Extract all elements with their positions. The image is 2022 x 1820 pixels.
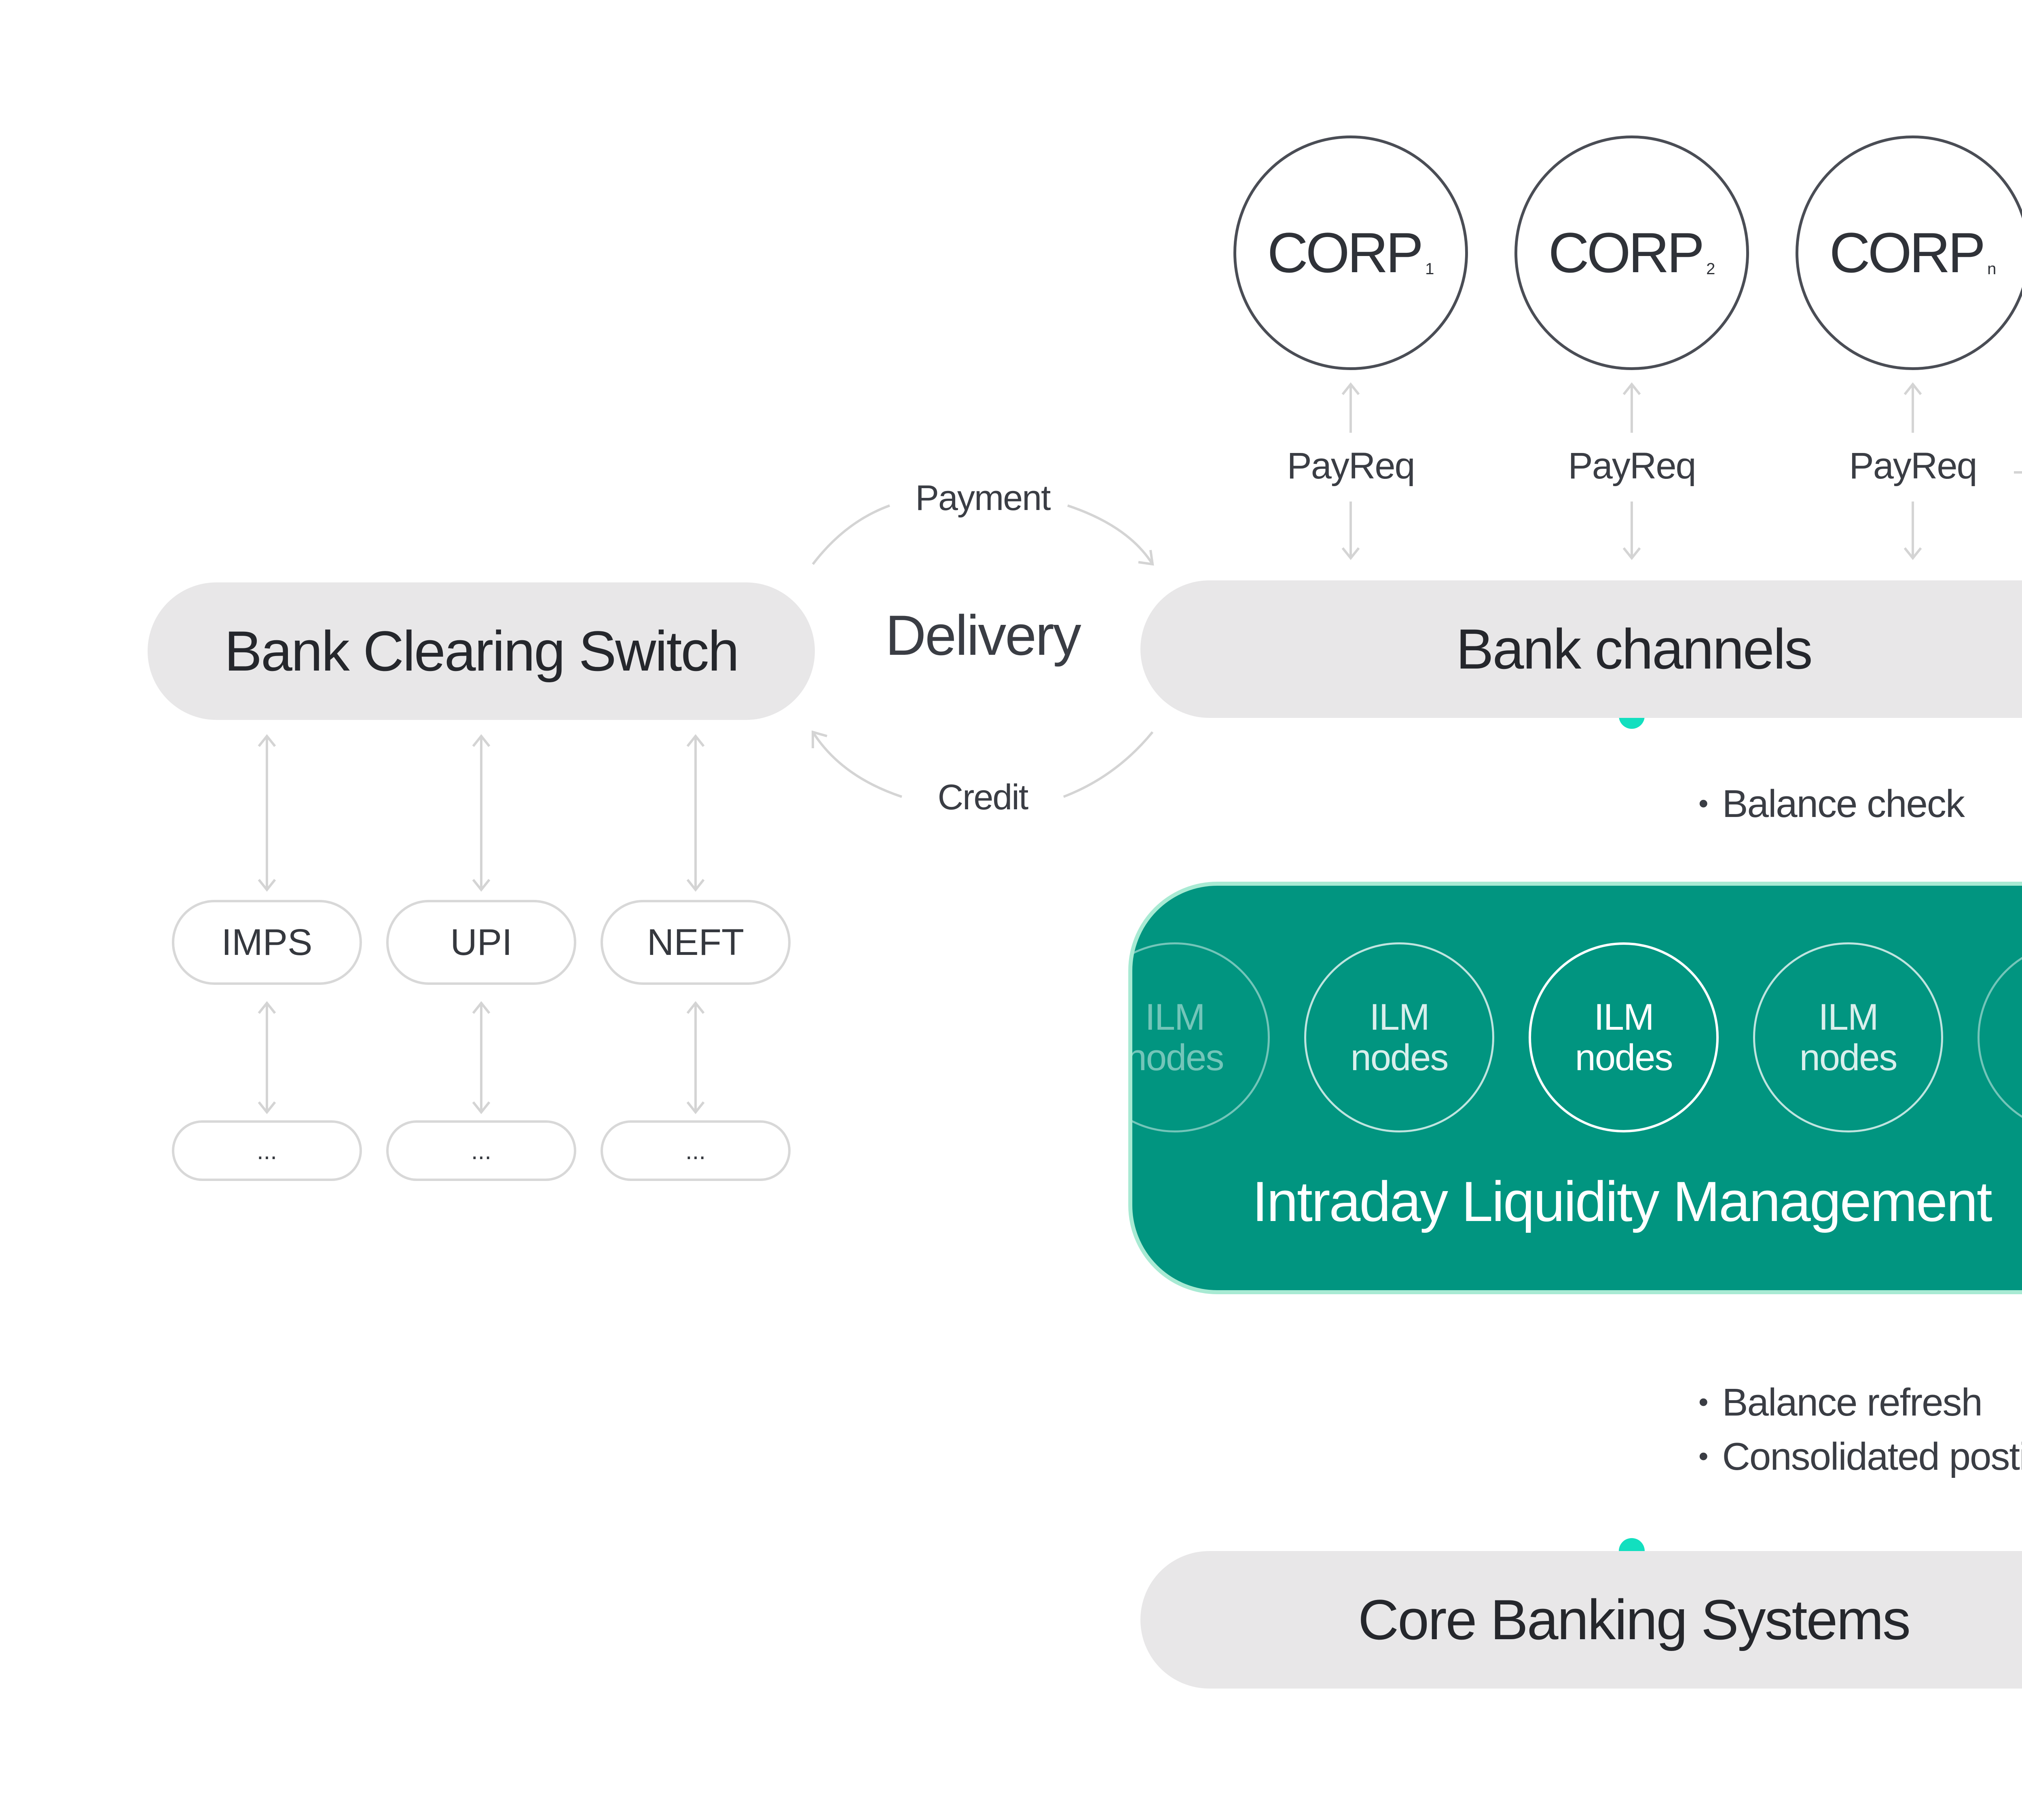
ilm-node-4[interactable]: ILM nodes: [1753, 942, 1943, 1132]
rail-upi[interactable]: UPI: [386, 900, 576, 985]
rail-label: UPI: [450, 921, 512, 963]
corp-subscript: 1: [1425, 260, 1434, 278]
note-item: Consolidated posting: [1698, 1431, 2022, 1486]
rail-more-1[interactable]: ...: [172, 1120, 362, 1181]
ilm-node-line2: nodes: [1350, 1037, 1449, 1078]
ilm-node-line1: ILM: [1145, 997, 1205, 1038]
ilm-node-line1: ILM: [1594, 997, 1654, 1038]
corp-label: CORP: [1267, 221, 1423, 284]
rail-imps[interactable]: IMPS: [172, 900, 362, 985]
ilm-node-line1: ILM: [1369, 997, 1430, 1038]
rail-more-label: ...: [256, 1137, 277, 1164]
channel-ilm-notes: Balance check: [1698, 779, 1965, 833]
ilm-node-3[interactable]: ILM nodes: [1529, 942, 1719, 1132]
corp-subscript: n: [1987, 260, 1997, 278]
rail-label: NEFT: [647, 921, 745, 963]
payment-label: Payment: [915, 478, 1051, 518]
payreq-label-1: PayReq: [1287, 445, 1415, 487]
core-banking-label: Core Banking Systems: [1358, 1588, 1911, 1651]
delivery-label: Delivery: [885, 603, 1081, 667]
ilm-core-notes: Balance refresh Consolidated posting: [1698, 1377, 2022, 1486]
corp-label: CORP: [1548, 221, 1705, 284]
rail-more-label: ...: [471, 1137, 491, 1164]
rail-neft[interactable]: NEFT: [601, 900, 791, 985]
ilm-title: Intraday Liquidity Management: [1252, 1170, 1992, 1233]
rail-more-3[interactable]: ...: [601, 1120, 791, 1181]
payreq-arrows: [1341, 382, 2022, 560]
payreq-label-n: PayReq: [1849, 445, 1977, 487]
ilm-node-5[interactable]: ILM nodes: [1978, 942, 2022, 1132]
ilm-node-line1: ILM: [1818, 997, 1878, 1038]
rail-label: IMPS: [221, 921, 313, 963]
credit-label: Credit: [937, 777, 1029, 817]
note-item: Balance check: [1698, 779, 1965, 833]
note-item: Balance refresh: [1698, 1377, 2022, 1431]
ilm-node-2[interactable]: ILM nodes: [1304, 942, 1494, 1132]
corp-subscript: 2: [1706, 260, 1715, 278]
ilm-node-1[interactable]: ILM nodes: [1128, 942, 1270, 1132]
rail-more-label: ...: [685, 1137, 706, 1164]
bank-clearing-switch-label: Bank Clearing Switch: [224, 619, 740, 683]
ilm-node-line2: nodes: [1575, 1037, 1673, 1078]
bank-clearing-switch-node[interactable]: Bank Clearing Switch: [148, 582, 815, 720]
payreq-label-2: PayReq: [1568, 445, 1696, 487]
rail-more-2[interactable]: ...: [386, 1120, 576, 1181]
rail-arrows: [258, 734, 705, 1114]
core-banking-node[interactable]: Core Banking Systems: [1140, 1551, 2022, 1689]
ilm-block[interactable]: ILM nodes ILM nodes ILM nodes ILM nodes …: [1128, 882, 2022, 1294]
corp-label: CORP: [1829, 221, 1986, 284]
bank-channels-label: Bank channels: [1456, 617, 1813, 681]
delivery-arcs: [812, 504, 1154, 798]
ilm-node-line2: nodes: [1128, 1037, 1224, 1078]
bank-channels-node[interactable]: Bank channels: [1140, 580, 2022, 718]
ilm-node-line2: nodes: [1799, 1037, 1898, 1078]
